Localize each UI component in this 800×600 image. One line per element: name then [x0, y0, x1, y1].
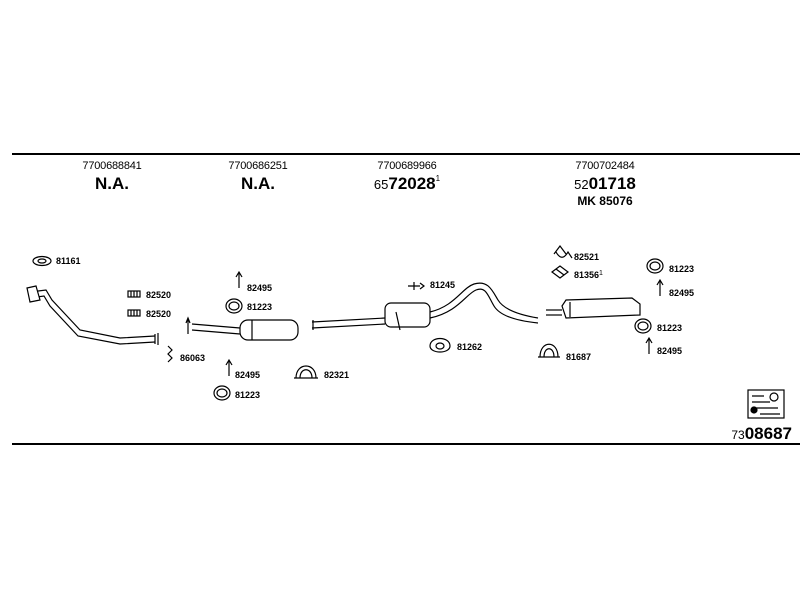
part-code-prefix: 65: [373, 177, 389, 192]
bolt-icon: [408, 282, 425, 290]
rubber-ring-icon: [213, 385, 231, 401]
part-code-prefix: 52: [574, 177, 589, 192]
front-pipe: [26, 285, 159, 345]
diagram-reference-code: 7308687: [731, 424, 792, 444]
bolt-icon: [225, 358, 233, 376]
column-header-1: 7700688841 N.A.: [62, 160, 162, 194]
part-label: 82495: [235, 370, 261, 380]
top-rule: [12, 153, 800, 155]
part-label: 82520: [146, 290, 172, 300]
part-label: 81262: [457, 342, 483, 352]
clamp-icon: [127, 309, 141, 317]
middle-silencer: [311, 282, 539, 331]
hanger-icon: [538, 343, 560, 358]
part-number: 7700702484: [575, 160, 635, 172]
part-label: 81161: [56, 256, 81, 266]
part-label-main: 81356: [574, 270, 600, 280]
column-header-2: 7700686251 N.A.: [208, 160, 308, 194]
diagram-reference-symbol: [747, 389, 785, 419]
rubber-mount-icon: [429, 337, 451, 353]
bolt-icon: [645, 336, 653, 354]
bolt-icon: [185, 316, 191, 334]
part-code-main: 72028: [388, 174, 436, 193]
rubber-ring-icon: [646, 258, 664, 274]
part-status: N.A.: [241, 174, 275, 193]
reference-main: 08687: [744, 424, 792, 443]
part-label: 86063: [180, 353, 206, 363]
front-silencer: [191, 319, 299, 341]
part-label: 82521: [574, 252, 600, 262]
part-label: 82321: [324, 370, 350, 380]
hanger-icon: [553, 245, 573, 259]
part-code-suffix: 1: [435, 174, 441, 183]
column-header-4: 7700702484 5201718 MK 85076: [550, 160, 660, 208]
part-label: 82495: [247, 283, 273, 293]
part-code-main: 01718: [588, 174, 636, 193]
part-label: 82495: [669, 288, 695, 298]
part-number: 7700688841: [82, 160, 142, 172]
part-label: 81245: [430, 280, 456, 290]
part-label: 81223: [669, 264, 695, 274]
part-label: 82520: [146, 309, 172, 319]
rubber-ring-icon: [225, 298, 243, 314]
mounting-kit-code: MK 85076: [577, 194, 633, 208]
bolt-icon: [235, 270, 243, 288]
part-label: 81687: [566, 352, 592, 362]
part-label: 82495: [657, 346, 683, 356]
bolt-icon: [167, 345, 173, 363]
part-label: 81223: [235, 390, 261, 400]
part-status: N.A.: [95, 174, 129, 193]
rear-silencer: [546, 297, 641, 319]
reference-prefix: 73: [731, 428, 745, 442]
column-header-3: 7700689966 65720281: [352, 160, 462, 194]
clamp-icon: [551, 265, 569, 279]
part-code: 5201718: [550, 174, 660, 194]
hanger-icon: [294, 365, 318, 379]
part-label: 81223: [247, 302, 273, 312]
part-label: 81223: [657, 323, 683, 333]
gasket-icon: [32, 255, 52, 267]
rubber-ring-icon: [634, 318, 652, 334]
bolt-icon: [656, 278, 664, 296]
part-code: 65720281: [352, 174, 462, 194]
bottom-rule: [12, 443, 800, 445]
part-label: 813561: [574, 270, 603, 280]
part-number: 7700686251: [228, 160, 288, 172]
clamp-icon: [127, 290, 141, 298]
part-label-suffix: 1: [599, 270, 603, 277]
part-number: 7700689966: [377, 160, 437, 172]
